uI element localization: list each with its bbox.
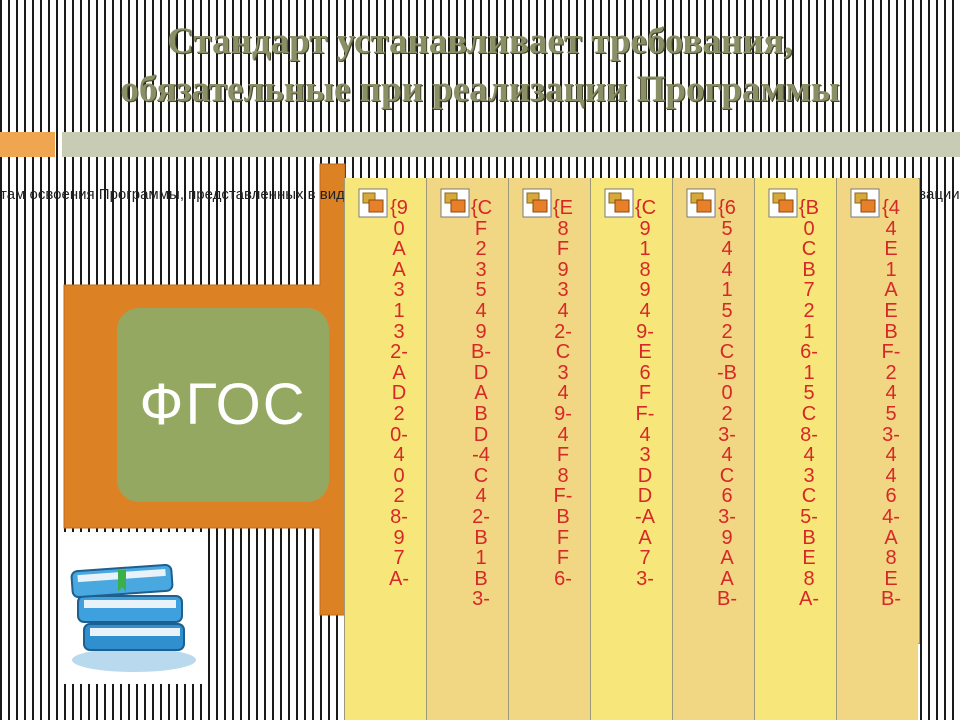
guid-text: {CF23549B-DABD-4C42-B1B3-	[471, 197, 493, 611]
fgos-badge-label: ФГОС	[139, 372, 307, 437]
graphic-column: {E8F9342-C349-4F8F-BFF6-	[508, 178, 590, 720]
guid-text: {654415 2C-B023-4C63-9AAB-	[717, 197, 737, 611]
graphic-column: {90AA3132-AD20-4028-97A-	[344, 178, 426, 720]
object-icon	[522, 188, 552, 218]
guid-text: {44E1AEBF-2453-4464-A8EB-	[881, 197, 901, 611]
guid-text: {E8F9342-C349-4F8F-BFF6-	[553, 197, 574, 590]
object-icon	[440, 188, 470, 218]
title-line-2: обязательные при реализации Программы	[120, 69, 840, 110]
object-icon	[686, 188, 716, 218]
graphic-column: {44E1AEBF-2453-4464-A8EB-	[836, 178, 918, 720]
graphic-column: {C918949-E6FF-43DD-AA73-	[590, 178, 672, 720]
guid-text: {B0CB7216-15C8-43C5-BE8A-	[799, 197, 820, 611]
slide-title: Стандарт устанавливает требования, обяза…	[0, 18, 960, 114]
graphic-column: {CF23549B-DABD-4C42-B1B3-	[426, 178, 508, 720]
books-image	[64, 532, 202, 684]
guid-text: {C918949-E6FF-43DD-AA73-	[635, 197, 657, 590]
title-line-1: Стандарт устанавливает требования,	[167, 21, 793, 62]
object-icon	[768, 188, 798, 218]
object-icon	[850, 188, 880, 218]
books-icon	[70, 563, 196, 672]
graphic-column: {654415 2C-B023-4C63-9AAB-	[672, 178, 754, 720]
guid-text: {90AA3132-AD20-4028-97A-	[389, 197, 409, 590]
accent-bar-gray	[62, 132, 960, 157]
graphic-column: {B0CB7216-15C8-43C5-BE8A-	[754, 178, 836, 720]
accent-bar-orange	[0, 132, 55, 157]
fgos-badge: ФГОС	[117, 308, 329, 502]
object-icon	[358, 188, 388, 218]
object-icon	[604, 188, 634, 218]
